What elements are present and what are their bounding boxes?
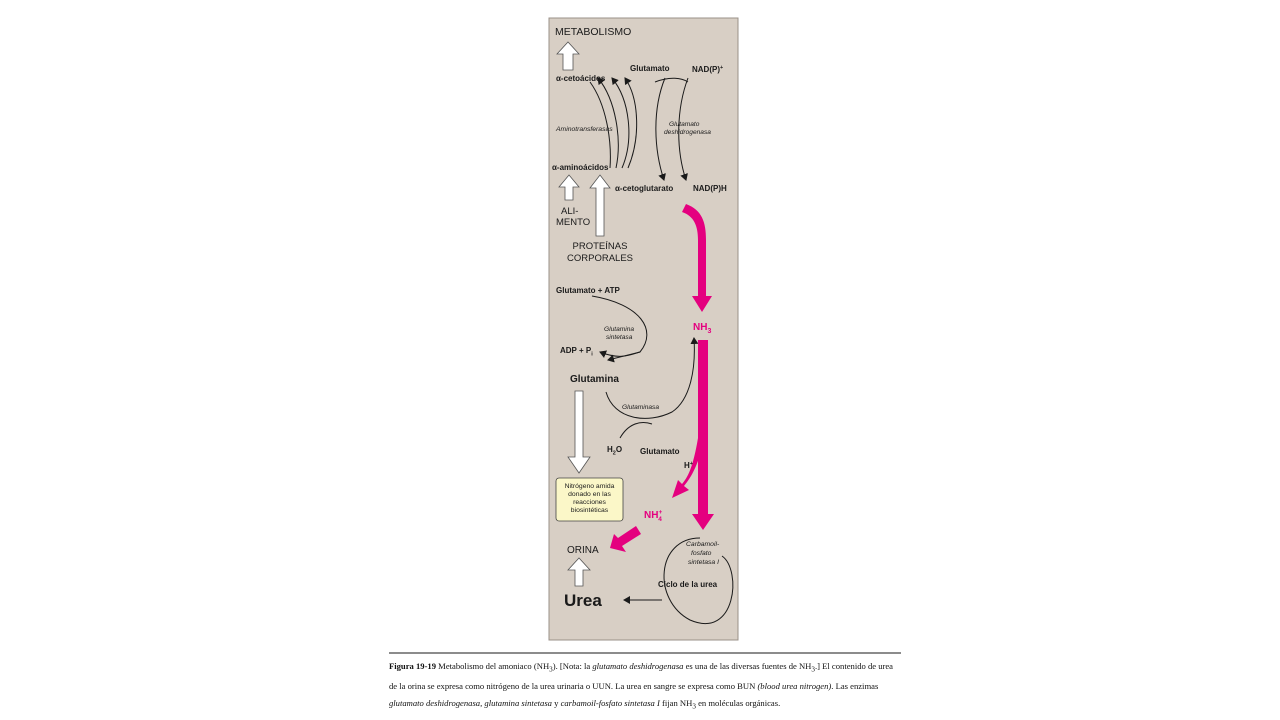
glutamato-atp-label: Glutamato + ATP <box>556 286 620 295</box>
nh4-label: NH+4 <box>644 509 662 523</box>
nadp-label: NAD(P)+ <box>692 65 723 74</box>
glutamina-down-arrow <box>567 390 591 474</box>
glutamato-deshidrogenasa-label-1: Glutamato <box>669 121 700 128</box>
amide-nitrogen-box <box>555 477 624 522</box>
amida-label-3: reacciones <box>573 499 606 506</box>
glutamine-synthetase-curve <box>591 295 648 363</box>
caption-italic: carbamoil-fosfato sintetasa I <box>560 697 660 708</box>
adp-pi-label: ADP + Pi <box>560 346 593 358</box>
carbamoil-label-3: sintetasa I <box>688 559 719 566</box>
metabolismo-label: METABOLISMO <box>555 26 631 38</box>
ciclo-urea-label: Ciclo de la urea <box>658 580 718 589</box>
urea-cycle-loop <box>663 537 734 624</box>
glutamato-bottom-label: Glutamato <box>640 447 680 456</box>
caption-text: Metabolismo del amoniaco (NH <box>436 661 550 671</box>
caption-text: . Las enzimas <box>831 681 879 692</box>
glutamato-top-label: Glutamato <box>630 64 670 73</box>
glutamina-sintetasa-label-1: Glutamina <box>604 326 634 333</box>
glutamina-sintetasa-label-2: sintetasa <box>606 334 633 341</box>
caption-subscript: 3 <box>549 665 553 674</box>
caption-label: Figura 19-19 <box>389 661 437 671</box>
alimento-arrow <box>558 174 580 201</box>
adp-branch-curve <box>599 350 641 358</box>
orina-label: ORINA <box>567 545 599 556</box>
nh3-flow-arrows <box>610 204 714 552</box>
alfa-aminoacidos-label: α-aminoácidos <box>552 163 609 172</box>
proteinas-label-1: PROTEÍNAS <box>573 241 628 252</box>
glutamina-label: Glutamina <box>570 374 619 385</box>
figure-caption: Figura 19-19 Metabolismo del amoniaco (N… <box>389 658 901 715</box>
urea-up-arrow <box>567 557 591 587</box>
caption-subscript: 3 <box>811 665 815 674</box>
h-plus-label: H+ <box>684 461 693 470</box>
nadph-label: NAD(P)H <box>693 184 727 193</box>
diagram-panel <box>548 17 739 641</box>
aminotransferase-curves <box>589 77 638 169</box>
caption-text: en moléculas orgánicas. <box>695 697 781 708</box>
caption-text: fijan NH <box>659 697 693 708</box>
metabolismo-arrow <box>556 41 580 71</box>
caption-text: ). [Nota: la <box>552 661 593 671</box>
amida-label-2: donado en las <box>568 491 611 498</box>
alfa-cetoglutarato-label: α-cetoglutarato <box>615 184 673 193</box>
alfa-cetoacidos-label: α-cetoácidos <box>556 74 606 83</box>
caption-subscript: 3 <box>692 702 696 711</box>
glutaminasa-label: Glutaminasa <box>622 404 659 411</box>
caption-text: .] El contenido de urea de la orina se e… <box>389 661 893 692</box>
carbamoil-label-2: fosfato <box>691 550 712 557</box>
amida-label-1: Nitrógeno amida <box>565 483 615 490</box>
urea-label: Urea <box>564 591 602 610</box>
proteinas-label-2: CORPORALES <box>567 253 633 264</box>
alimento-label-2: MENTO <box>556 217 590 228</box>
caption-text: y <box>551 697 561 708</box>
proteinas-arrow <box>589 174 611 237</box>
glutaminase-curve <box>605 337 699 419</box>
caption-italic: glutamato deshidrogenasa, glutamina sint… <box>389 697 552 708</box>
caption-italic: (blood urea nitrogen) <box>757 681 832 692</box>
glutamate-dehydrogenase-curves <box>654 77 689 181</box>
carbamoil-label-1: Carbamoil- <box>686 541 720 548</box>
aminotransferasas-label: Aminotransferasas <box>555 126 613 133</box>
glutamato-deshidrogenasa-label-2: deshidrogenasa <box>664 129 711 136</box>
nh3-label: NH3 <box>693 322 711 335</box>
amida-label-4: biosintéticas <box>571 507 609 514</box>
caption-text: es una de las diversas fuentes de NH <box>683 661 812 671</box>
glutaminase-h2o-branch <box>619 422 653 439</box>
h2o-label: H2O <box>607 445 622 457</box>
caption-italic: glutamato deshidrogenasa <box>592 661 684 671</box>
alimento-label-1: ALI- <box>561 206 578 217</box>
